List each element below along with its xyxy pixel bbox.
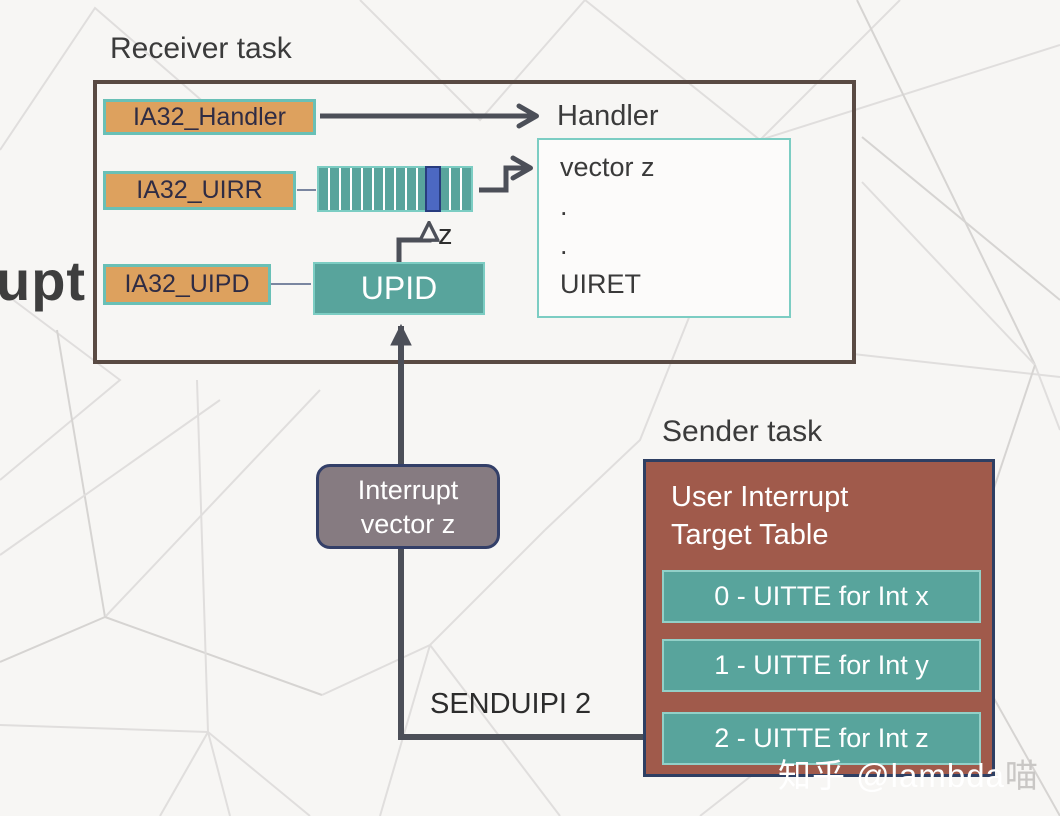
sender-task-label: Sender task [662,415,823,448]
mesh-line [0,289,122,481]
arrow-upid-to-vector-z [396,224,429,262]
mesh-line [207,731,311,816]
mesh-line [56,329,106,618]
watermark-main: 知乎 @lambda [778,757,1005,794]
mesh-line [429,644,561,816]
uitt-table-title-line: Target Table [671,519,829,551]
mesh-line [0,399,221,556]
upid-box: UPID [313,262,485,315]
handler-code-line: . [560,191,568,221]
handler-code-box: vector z . . UIRET [537,138,791,318]
mesh-line [159,731,209,816]
receiver-task-label: Receiver task [110,32,292,65]
mesh-line [379,644,431,816]
uitt-table-title: User Interrupt Target Table [671,478,848,554]
uitt-table-title-line: User Interrupt [671,481,849,513]
mesh-line [1034,364,1060,431]
arrow-senduipi-to-upid [390,323,659,740]
uirr-bitmap-bar [317,166,473,212]
mesh-line [0,616,106,663]
mesh-line [0,6,231,151]
handler-code-line: . [560,230,568,260]
uirr-set-bit-cell [425,166,441,212]
clipped-text-fragment: upt [0,249,87,312]
ia32-uipd-register: IA32_UIPD [103,264,271,305]
mesh-line [359,0,586,122]
mesh-line [856,0,1036,366]
sender-task-box: User Interrupt Target Table 0 - UITTE fo… [643,459,995,777]
mesh-line [104,389,321,618]
ia32-handler-register: IA32_Handler [103,99,316,135]
mesh-line [104,616,323,696]
mesh-line [0,724,209,733]
arrow-bar-to-handler-box [479,155,533,193]
mesh-line [852,353,1060,378]
interrupt-vector-badge: Interrupt vector z [316,464,500,549]
mesh-line [861,181,1036,366]
ia32-uirr-register: IA32_UIRR [103,171,296,210]
watermark: 知乎 @lambda喵 [778,749,1039,797]
handler-label: Handler [557,100,659,132]
watermark-suffix: 喵 [1004,757,1039,794]
mesh-line [759,44,1060,141]
handler-code-line: UIRET [560,269,641,299]
handler-code-line: vector z [560,152,655,182]
mesh-line [861,136,1060,301]
uitte-row: 0 - UITTE for Int x [662,570,981,623]
vector-z-label: z [438,219,453,251]
receiver-task-box [93,80,856,364]
uitte-row: 1 - UITTE for Int y [662,639,981,692]
senduipi-label: SENDUIPI 2 [430,688,592,720]
uitte-row: 2 - UITTE for Int z [662,712,981,765]
interrupt-vector-line: Interrupt [357,475,459,505]
interrupt-vector-line: vector z [360,509,456,539]
